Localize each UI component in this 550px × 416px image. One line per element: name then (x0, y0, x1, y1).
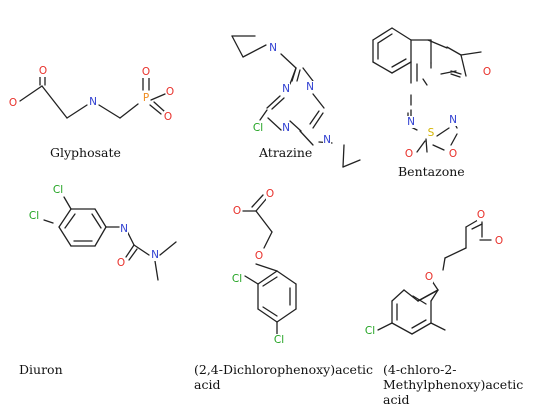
atom-label-bg (266, 188, 274, 200)
atom-label: O (233, 205, 241, 217)
caption-line: acid (194, 377, 220, 392)
atom-label-bg (39, 65, 47, 77)
molecule-diuron (43, 196, 177, 281)
molecule-bonds (242, 194, 297, 335)
atom-label-bg (89, 96, 97, 108)
atom-label: N (306, 81, 314, 93)
molecule-bonds (372, 27, 482, 153)
atom-label: O (9, 97, 17, 109)
molecule-bentazone (372, 27, 482, 153)
atom-label-bg (251, 122, 265, 134)
atom-labels: O O N P O O O N N N N N Cl O N N S O O C… (9, 42, 503, 346)
atom-label: N (89, 96, 97, 108)
atom-label-bg (282, 122, 290, 134)
molecule-bonds (231, 35, 361, 168)
atom-label: P (143, 92, 149, 104)
atom-label: N (282, 122, 290, 134)
molecule-bonds (377, 219, 492, 335)
atom-label: O (405, 148, 413, 160)
atom-label-bg (495, 235, 503, 247)
atom-label: O (425, 271, 433, 283)
atom-label: O (449, 148, 457, 160)
molecule-bonds (19, 75, 166, 119)
caption-line: Bentazone (398, 164, 465, 179)
caption-glyphosate: Glyphosate (50, 145, 121, 160)
atom-label-bg (142, 66, 150, 78)
atom-label: O (483, 66, 491, 78)
atom-label-bg (120, 223, 128, 235)
atom-label: Cl (253, 122, 263, 134)
atom-label-bg (405, 148, 413, 160)
atom-label: O (477, 209, 485, 221)
atom-label-bg (427, 127, 435, 139)
atom-label: N (323, 134, 331, 146)
atom-label-bg (151, 249, 159, 261)
atom-label: O (117, 257, 125, 269)
atom-label: N (151, 249, 159, 261)
atom-label-bg (483, 66, 491, 78)
atom-label-bg (323, 134, 331, 146)
atom-label: Cl (29, 210, 39, 222)
atom-label-bg (27, 210, 41, 222)
atom-label-bg (407, 116, 415, 128)
atom-label-bg (449, 148, 457, 160)
caption-atrazine: Atrazine (258, 145, 312, 160)
atom-label: Cl (53, 184, 63, 196)
atom-label: O (39, 65, 47, 77)
caption-line: Atrazine (258, 145, 312, 160)
caption-line: Diuron (19, 362, 63, 377)
molecule-atrazine (231, 35, 361, 168)
atom-label: O (266, 188, 274, 200)
atom-label-bg (233, 205, 241, 217)
atom-label: O (142, 66, 150, 78)
atom-label: N (269, 42, 277, 54)
atom-label: N (407, 116, 415, 128)
molecule-glyphosate (19, 75, 166, 119)
atom-label: O (255, 250, 263, 262)
molecule-24d (242, 194, 297, 335)
atom-label-bg (477, 209, 485, 221)
caption-line: acid (383, 392, 409, 407)
caption-line: Methylphenoxy)acetic (383, 377, 523, 392)
caption-line: Glyphosate (50, 145, 121, 160)
atom-label-bg (9, 97, 17, 109)
atom-label: O (495, 235, 503, 247)
atom-label-bg (51, 184, 65, 196)
atom-label-bg (117, 257, 125, 269)
caption-bentazone: Bentazone (398, 164, 465, 179)
molecule-bonds (43, 196, 177, 281)
molecule-mcpa (377, 219, 492, 335)
atom-label-bg (142, 92, 150, 104)
atom-label: Cl (232, 273, 242, 285)
atom-label-bg (255, 250, 263, 262)
atom-label-bg (166, 86, 174, 98)
caption-line: (2,4-Dichlorophenoxy)acetic (194, 362, 373, 377)
atom-label-bg (269, 42, 277, 54)
atom-label-bg (425, 271, 433, 283)
atom-label: O (164, 111, 172, 123)
atom-label-bg (272, 334, 286, 346)
atom-label: N (282, 83, 290, 95)
atom-label-bg (230, 273, 244, 285)
atom-label: S (428, 127, 435, 139)
atom-label: O (166, 86, 174, 98)
atom-label-bg (164, 111, 172, 123)
atom-label-bg (449, 114, 457, 126)
captions: Glyphosate Atrazine Bentazone Diuron (2,… (19, 145, 523, 407)
atom-label-bg (306, 81, 314, 93)
atom-label: N (120, 223, 128, 235)
atom-label: Cl (365, 325, 375, 337)
atom-label: Cl (274, 334, 284, 346)
caption-line: (4-chloro-2- (383, 362, 457, 377)
atom-label-bg (363, 325, 377, 337)
caption-diuron: Diuron (19, 362, 63, 377)
atom-label: N (449, 114, 457, 126)
atom-label-bg (282, 83, 290, 95)
